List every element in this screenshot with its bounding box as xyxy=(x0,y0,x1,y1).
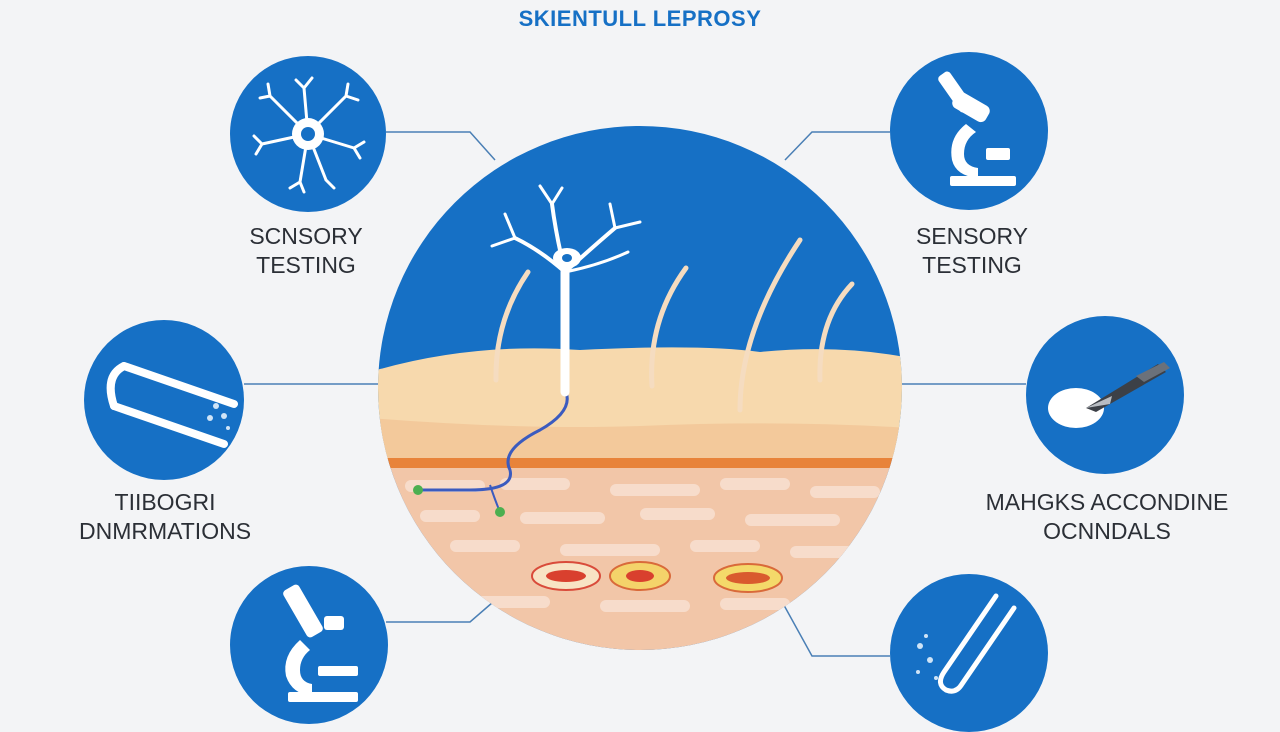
label-line: MAHGKS ACCONDINE xyxy=(985,489,1229,515)
label-top-right: SENSORY TESTING xyxy=(892,222,1052,280)
label-middle-right: MAHGKS ACCONDINE OCNNDALS xyxy=(972,488,1242,546)
microscope-icon xyxy=(230,566,388,724)
label-line: TESTING xyxy=(256,252,356,278)
dermis-upper xyxy=(378,418,902,460)
label-line: DNMRMATIONS xyxy=(78,518,252,544)
label-line: OCNNDALS xyxy=(1043,518,1171,544)
granuloma-clusters xyxy=(531,561,783,593)
probe-icon xyxy=(890,574,1048,732)
swab-tube-icon xyxy=(84,320,244,480)
label-middle-left: TIIBOGRI DNMRMATIONS xyxy=(60,488,270,546)
label-line: SCNSORY xyxy=(249,223,363,249)
connector-lines xyxy=(244,131,1026,657)
nerve-fiber xyxy=(420,389,569,492)
neuron-cell xyxy=(490,184,642,397)
diagram-title: SKIENTULL LEPROSY xyxy=(518,6,762,31)
label-top-left: SCNSORY TESTING xyxy=(226,222,386,280)
scalpel-icon xyxy=(1026,316,1184,474)
microscope-icon xyxy=(890,52,1048,210)
label-line: SENSORY xyxy=(915,223,1029,249)
neuron-icon xyxy=(230,56,386,212)
label-line: TIIBOGRI xyxy=(114,489,216,515)
tissue-fibers xyxy=(405,478,880,612)
hair-strands xyxy=(493,237,855,413)
label-line: TESTING xyxy=(922,252,1022,278)
basement-membrane xyxy=(378,458,902,468)
